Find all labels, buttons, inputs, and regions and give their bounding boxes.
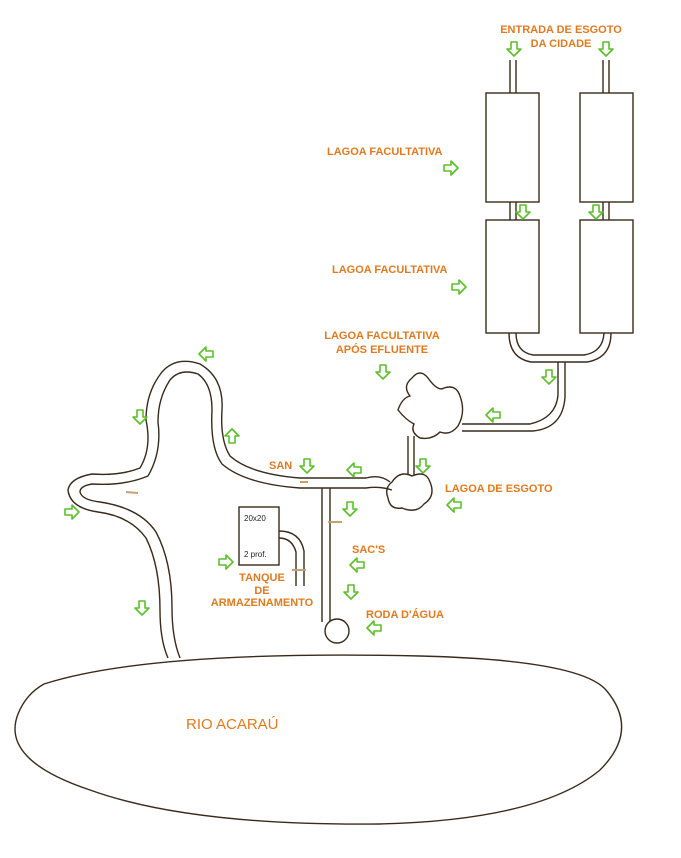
tank-pipe bbox=[278, 530, 305, 586]
arrow-down-icon bbox=[375, 364, 391, 380]
arrow-left-icon bbox=[485, 407, 501, 423]
arrow-right-icon bbox=[64, 504, 80, 520]
facultative-pond-label-upper: LAGOA FACULTATIVA bbox=[327, 146, 443, 158]
arrow-right-icon bbox=[443, 160, 459, 176]
inlet-pipes bbox=[509, 60, 610, 93]
lagoon-after-effluent bbox=[397, 372, 464, 440]
arrow-down-icon bbox=[515, 204, 531, 220]
arrow-down-icon bbox=[588, 204, 604, 220]
winding-canal bbox=[67, 360, 223, 659]
facultative-pond-upper-right bbox=[579, 92, 634, 203]
facultative-pond-upper-left bbox=[485, 92, 540, 203]
arrow-down-icon bbox=[134, 600, 150, 616]
arrow-down-icon bbox=[132, 409, 148, 425]
facultative-pond-lower-left bbox=[485, 219, 540, 334]
river-acarau bbox=[14, 654, 623, 825]
arrow-down-icon bbox=[342, 501, 358, 517]
after-effluent-label-line1: LAGOA FACULTATIVA bbox=[324, 330, 440, 342]
arrow-left-icon bbox=[198, 346, 214, 362]
outflow-pipe bbox=[462, 332, 612, 432]
arrow-right-icon bbox=[451, 279, 467, 295]
after-effluent-label-line2: APÓS EFLUENTE bbox=[336, 343, 428, 356]
arrow-down-icon bbox=[506, 41, 522, 57]
arrow-down-icon bbox=[343, 584, 359, 600]
accent-marks bbox=[125, 481, 342, 571]
pond-connectors bbox=[509, 202, 610, 220]
arrow-left-icon bbox=[446, 497, 462, 513]
arrow-down-icon bbox=[299, 458, 315, 474]
inlet-label-line2: DA CIDADE bbox=[531, 38, 592, 50]
sacs-label: SAC'S bbox=[352, 544, 385, 556]
storage-tank bbox=[238, 506, 280, 566]
arrow-down-icon bbox=[541, 369, 557, 385]
arrow-left-icon bbox=[366, 620, 382, 636]
facultative-pond-label-lower: LAGOA FACULTATIVA bbox=[332, 264, 448, 276]
tank-label-line2: DE bbox=[254, 585, 269, 597]
arrow-left-icon bbox=[346, 462, 362, 478]
river-label: RIO ACARAÚ bbox=[186, 716, 279, 733]
water-wheel bbox=[324, 618, 350, 644]
arrow-down-icon bbox=[598, 41, 614, 57]
inlet-label-line1: ENTRADA DE ESGOTO bbox=[500, 24, 622, 36]
water-wheel-label: RODA D'ÁGUA bbox=[366, 608, 444, 621]
blob-to-lagoon-pipe bbox=[407, 436, 415, 478]
arrow-up-icon bbox=[224, 428, 240, 444]
facultative-pond-lower-right bbox=[579, 219, 634, 334]
tank-dimension: 20x20 bbox=[244, 514, 266, 523]
arrow-down-icon bbox=[415, 458, 431, 474]
tank-depth: 2 prof. bbox=[244, 550, 267, 559]
main-channel bbox=[211, 409, 393, 622]
sewage-lagoon-label: LAGOA DE ESGOTO bbox=[445, 483, 553, 495]
tank-label-line3: ARMAZENAMENTO bbox=[211, 597, 314, 609]
arrow-right-icon bbox=[218, 554, 234, 570]
san-label: SAN bbox=[269, 460, 292, 472]
sewage-lagoon bbox=[385, 473, 433, 511]
tank-label-line1: TANQUE bbox=[239, 572, 285, 584]
arrow-left-icon bbox=[349, 557, 365, 573]
